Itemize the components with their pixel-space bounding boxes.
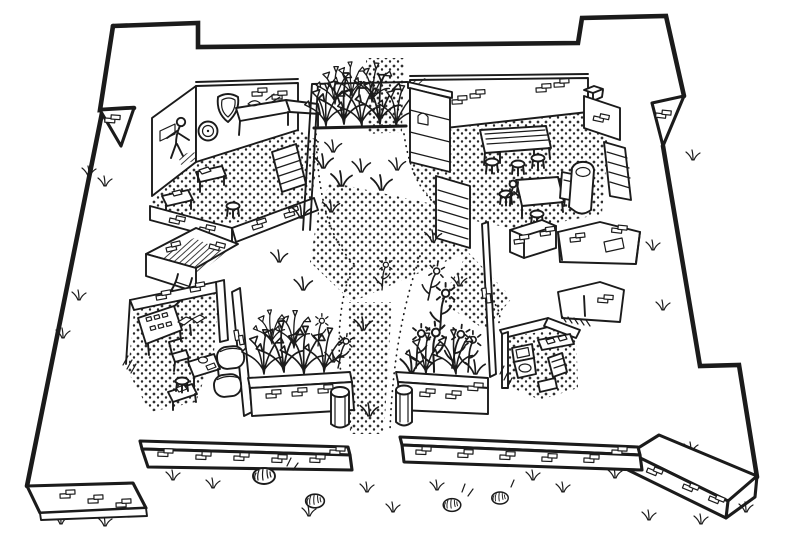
grass-tuft: [693, 513, 709, 525]
chair: [168, 337, 190, 372]
grass-tuft: [71, 289, 87, 301]
outer-rampart-wall: [24, 13, 760, 521]
wall-cut-face: [98, 106, 136, 148]
plants: [241, 308, 355, 376]
workshop-room: [149, 78, 321, 243]
boulders: [252, 457, 515, 513]
room-left-wall: [501, 331, 509, 389]
round-bench: [213, 373, 243, 398]
room-right-wall: [543, 317, 581, 339]
reading-stand: [177, 314, 206, 336]
craftsman-figure: [166, 116, 190, 159]
east-garden-bed: [374, 257, 489, 427]
grass-tuft: [359, 481, 375, 493]
side-alcove: [583, 95, 621, 141]
bench: [195, 165, 227, 193]
floor-mat: [537, 377, 558, 393]
round-bench: [216, 345, 246, 370]
washroom: [499, 317, 581, 400]
grass-tuft: [555, 481, 571, 493]
plank-panel: [435, 175, 471, 249]
grass-tuft: [645, 239, 661, 251]
hutch-cabinet: [407, 81, 471, 249]
chest: [568, 160, 595, 215]
south-wall-west: [138, 439, 354, 472]
barrel: [395, 384, 413, 427]
grass-tuft: [641, 509, 657, 521]
side-desk: [187, 353, 221, 389]
boulder: [252, 467, 276, 485]
south-wall-east: [398, 435, 644, 472]
west-garden-bed: [241, 308, 355, 429]
grass-tuft: [97, 175, 113, 187]
bed-front-wall: [312, 124, 408, 130]
boulder: [491, 491, 509, 505]
writing-desk: [161, 189, 194, 216]
console-desk: [137, 305, 183, 356]
grass-tuft: [685, 149, 701, 161]
diner-figure: [504, 179, 521, 206]
path-border: [315, 133, 355, 265]
path-border: [389, 255, 421, 431]
tilted-stool: [547, 352, 568, 378]
corner-slab-right: [626, 433, 759, 520]
flick-marks: [286, 457, 515, 497]
corner-slab-left: [25, 481, 148, 521]
wall-hatch: [122, 355, 137, 374]
long-table: [479, 125, 552, 166]
pass-through-window: [603, 237, 625, 253]
grass-tuft: [655, 299, 671, 311]
cell-large: [557, 221, 641, 265]
study-room: [122, 279, 229, 412]
anvil-block: [178, 151, 197, 165]
barrel: [330, 386, 350, 429]
wall-top-edge: [195, 78, 299, 83]
roof-step: [583, 85, 604, 102]
shelf-jug: [417, 112, 429, 126]
room-right-wall: [215, 279, 229, 343]
toilet: [511, 343, 537, 379]
wall-cut-face: [650, 94, 686, 148]
grass-tuft: [525, 469, 541, 481]
window: [159, 123, 176, 142]
grass-tuft: [385, 501, 401, 513]
grass-tuft: [165, 469, 181, 481]
wash-shelf: [537, 333, 575, 351]
wall-hatch: [561, 315, 591, 327]
room-left-edge: [125, 299, 131, 365]
slatted-bench: [603, 141, 632, 201]
north-garden-bed: [302, 60, 420, 231]
cell-alcove: [557, 281, 625, 327]
boulder: [442, 497, 462, 513]
wall-top-edge: [409, 73, 589, 77]
grass-tuft: [429, 479, 445, 491]
path-border: [338, 267, 353, 431]
wall-hatch: [499, 365, 513, 387]
boulder: [304, 493, 326, 509]
cell-small: [509, 219, 557, 259]
side-cells: [481, 219, 641, 378]
grass-tuft: [205, 477, 221, 489]
hall-room: [407, 73, 632, 249]
